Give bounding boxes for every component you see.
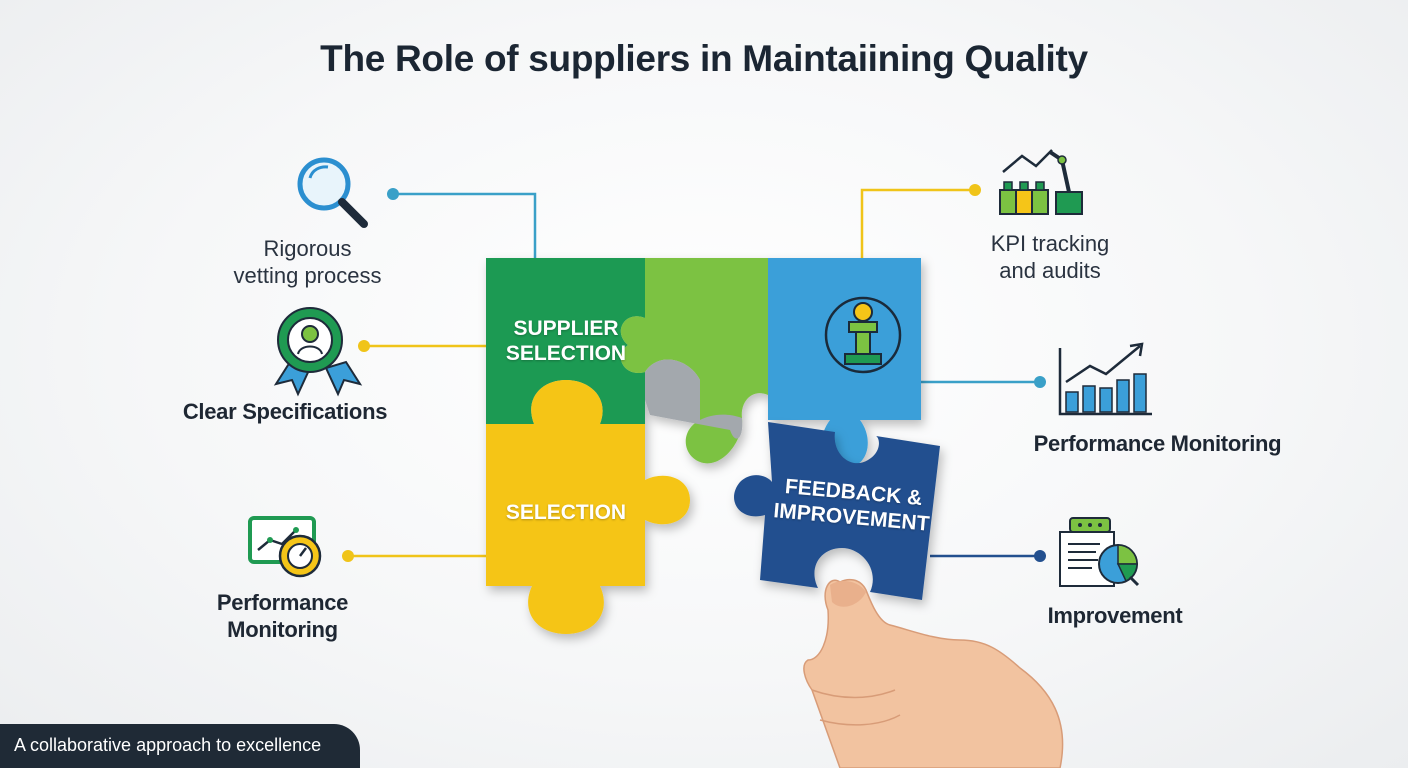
label-performance-monitoring-right: Performance Monitoring bbox=[1033, 431, 1282, 456]
puzzle-piece-navy bbox=[734, 422, 940, 600]
connector-dot-improvement bbox=[1034, 550, 1046, 562]
hand-illustration bbox=[803, 578, 1064, 768]
connector-dot-rigorous bbox=[387, 188, 399, 200]
connector-kpi bbox=[860, 188, 975, 258]
badge-ribbon-icon bbox=[273, 307, 363, 397]
label-improvement: Improvement bbox=[1047, 603, 1183, 628]
footer-banner: A collaborative approach to excellence bbox=[0, 724, 360, 768]
monitor-gauge-icon bbox=[248, 516, 322, 578]
puzzle-piece-light-green bbox=[620, 258, 768, 464]
puzzle-gap bbox=[645, 359, 743, 439]
connector-dot-kpi bbox=[969, 184, 981, 196]
label-rigorous-vetting: Rigorous vetting process bbox=[233, 236, 382, 288]
trophy-icon bbox=[824, 296, 902, 374]
report-chart-icon bbox=[1059, 517, 1140, 587]
puzzle-piece-yellow bbox=[486, 380, 690, 634]
piece-label-supplier-selection: SUPPLIER SELECTION bbox=[505, 317, 627, 366]
factory-robot-icon bbox=[999, 149, 1083, 215]
piece-label-selection: SELECTION bbox=[505, 501, 627, 524]
puzzle-piece-green bbox=[486, 258, 645, 424]
connector-rigorous bbox=[393, 192, 537, 258]
puzzle-piece-navy-group bbox=[734, 422, 940, 600]
label-clear-specifications: Clear Specifications bbox=[182, 399, 388, 424]
connector-lines bbox=[342, 184, 1046, 562]
growth-chart-icon bbox=[1058, 342, 1152, 416]
connector-dot-perf-right bbox=[1034, 376, 1046, 388]
label-performance-monitoring-left: Performance Monitoring bbox=[216, 590, 349, 642]
connector-dot-perf-left bbox=[342, 550, 354, 562]
magnifier-icon bbox=[297, 157, 368, 228]
label-kpi-tracking: KPI tracking and audits bbox=[990, 231, 1110, 283]
connector-dot-specs bbox=[358, 340, 370, 352]
footer-text: A collaborative approach to excellence bbox=[14, 735, 322, 755]
page-title: The Role of suppliers in Maintaiining Qu… bbox=[320, 38, 1088, 79]
